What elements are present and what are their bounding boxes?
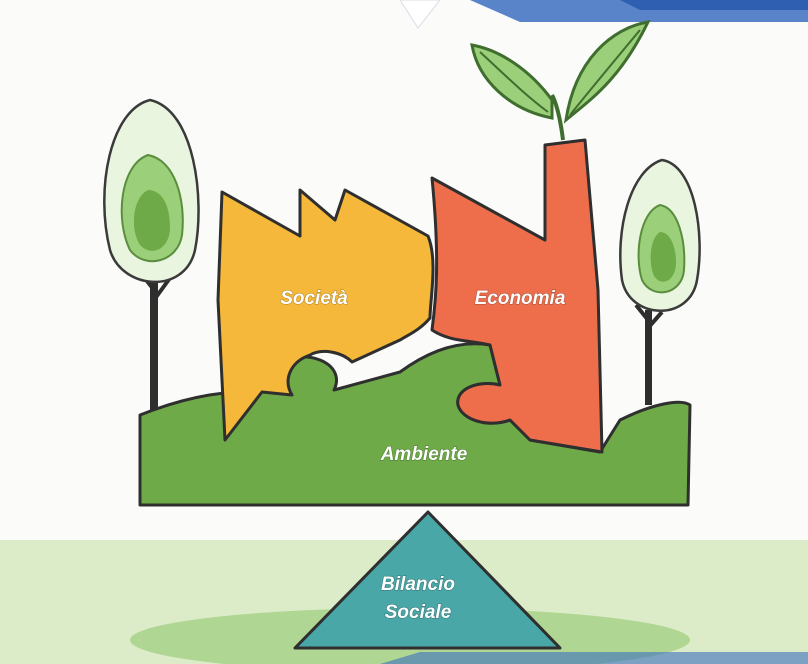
base-label-line2: Sociale bbox=[385, 602, 452, 623]
environment-label: Ambiente bbox=[380, 444, 468, 465]
economy-label: Economia bbox=[475, 288, 566, 309]
economy-piece bbox=[430, 138, 604, 454]
tree-left bbox=[103, 98, 200, 410]
base-label-line1: Bilancio bbox=[381, 574, 455, 595]
society-label: Società bbox=[280, 288, 348, 309]
corner-banner bbox=[399, 0, 808, 29]
bottom-blue-strip bbox=[380, 652, 808, 664]
society-piece bbox=[216, 188, 435, 442]
sprout-leaves bbox=[470, 20, 651, 141]
balance-fulcrum bbox=[293, 510, 562, 650]
tree-right bbox=[619, 158, 701, 405]
